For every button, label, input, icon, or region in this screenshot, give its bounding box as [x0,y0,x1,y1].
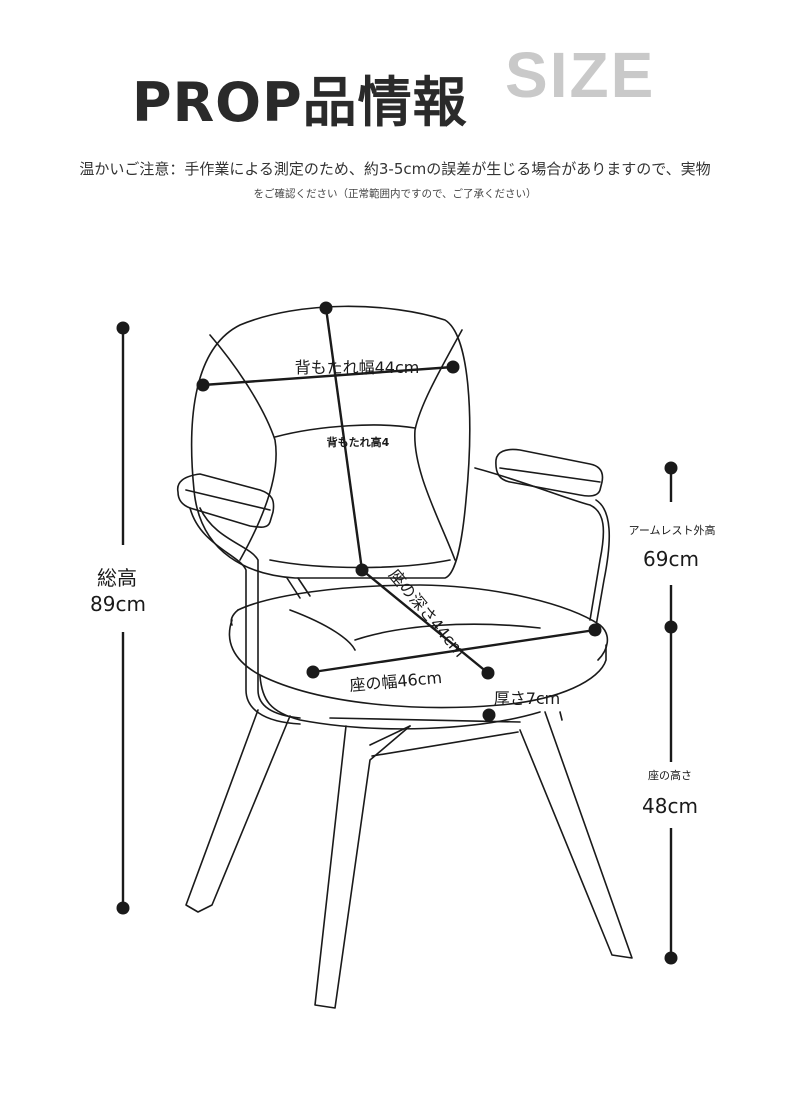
seat-front [228,619,607,709]
total-height-label: 総高 [97,566,137,590]
seat-height-label: 座の高さ [648,768,692,782]
seat-height-value: 48cm [642,794,698,818]
back-height-label: 背もたれ高4 [327,435,390,449]
total-height-value: 89cm [90,592,146,616]
backrest-outer [190,305,471,579]
backrest-seam-right [414,329,463,561]
left-armrest-frame [199,507,301,719]
backrest-seam-top [274,424,416,438]
rear-left-leg [286,577,301,599]
front-left-leg [185,709,291,913]
seat-depth-label: 座の深さ44cm [385,565,469,661]
dimension-lines [121,307,673,958]
left-armrest-pad [176,473,275,528]
front-right-leg [519,711,633,959]
measurement-notice-line1: 温かいご注意：手作業による測定のため、約3-5cmの誤差が生じる場合がありますの… [79,160,711,178]
page-title: PROP品情報 [132,71,468,134]
dimension-dots [116,301,678,965]
thickness-label: 厚さ7cm [494,689,561,708]
measurement-notice-line2: をご確認ください（正常範囲内ですので、ご了承ください） [253,188,537,200]
backrest-seam-left [209,334,277,561]
right-armrest-pad [495,448,604,497]
front-center-leg [314,725,411,1009]
armrest-height-label: アームレスト外高 [628,523,715,537]
seat-seam [289,609,356,651]
back-width-label: 背もたれ幅44cm [295,358,420,377]
armrest-height-value: 69cm [643,547,699,571]
leg-cross-bar [371,731,519,757]
size-heading: SIZE [505,39,656,111]
right-armrest-frame [474,467,605,621]
seat-width-label: 座の幅46cm [349,668,443,695]
